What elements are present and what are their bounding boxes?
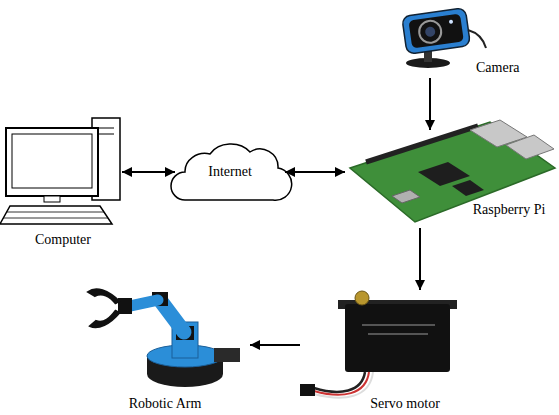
servo-illustration: [300, 291, 457, 398]
servo-marking: [368, 333, 428, 335]
tower-slot: [98, 128, 114, 129]
internet-cloud: [171, 144, 292, 200]
camera-body: [402, 8, 471, 55]
node-label: Camera: [476, 60, 548, 76]
servo-motor-node: Servo motor: [300, 290, 490, 412]
keyboard-row: [7, 212, 104, 213]
gripper-jaw: [88, 289, 120, 304]
internet-cloud-node: Internet: [175, 148, 285, 204]
node-label: Internet: [175, 164, 285, 180]
robotic-arm-node: Robotic Arm: [80, 282, 250, 413]
raspberry-pi-node: Raspberry Pi: [345, 130, 555, 228]
camera-lens-inner: [425, 26, 436, 37]
servo-wire: [314, 372, 365, 392]
camera-face: [408, 14, 463, 49]
gpio-header: [366, 126, 478, 162]
connector-arrow: [419, 228, 421, 290]
node-label: Servo motor: [330, 396, 480, 412]
keyboard: [0, 206, 112, 224]
node-label: Robotic Arm: [90, 396, 240, 412]
computer-illustration: [0, 118, 120, 224]
camera-illustration: [402, 8, 486, 68]
servo-marking: [362, 324, 435, 326]
servo-connector: [300, 384, 315, 396]
connector-arrow: [429, 78, 431, 130]
computer-monitor: [6, 128, 98, 196]
hdmi-port: [392, 190, 420, 203]
node-label: Raspberry Pi: [463, 202, 555, 218]
servo-horn: [355, 291, 369, 305]
pi-chip: [452, 180, 484, 196]
tower-slot: [98, 134, 114, 135]
monitor-stand: [44, 196, 60, 202]
keyboard-row: [3, 218, 108, 219]
connector-arrow: [250, 344, 300, 346]
arm-board: [214, 348, 240, 362]
monitor-screen: [12, 134, 92, 188]
connector-arrow: [122, 171, 175, 173]
node-label: Computer: [4, 232, 122, 248]
arm-wrist: [118, 298, 132, 314]
arm-fore-link: [130, 300, 158, 306]
camera-led: [449, 20, 454, 25]
camera-lens: [418, 19, 443, 44]
servo-wire: [314, 372, 373, 398]
connector-arrow: [285, 171, 345, 173]
robotic-arm-illustration: [88, 289, 240, 387]
ethernet-port: [506, 135, 554, 159]
camera-node: Camera: [398, 4, 548, 78]
raspberry-pi-illustration: [350, 120, 555, 222]
computer-node: Computer: [4, 115, 122, 250]
pi-chip: [418, 162, 470, 186]
servo-body: [345, 304, 450, 372]
camera-cable: [468, 30, 486, 48]
gripper-jaw: [90, 310, 120, 327]
servo-wire: [314, 372, 369, 395]
